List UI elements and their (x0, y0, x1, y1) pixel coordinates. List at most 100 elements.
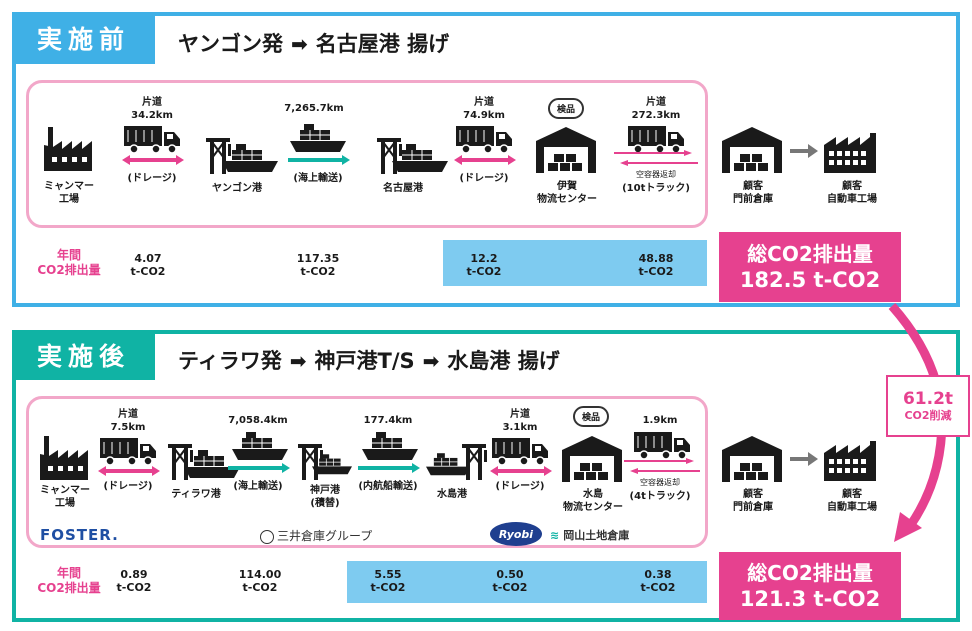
arrow-right-icon (790, 452, 818, 466)
leg-label: 177.4km (363, 415, 413, 426)
after-tag: 実施後 (12, 330, 155, 380)
factory-icon (40, 436, 88, 480)
reduction-callout: 61.2t CO2削減 (886, 375, 970, 437)
factory-icon (44, 127, 92, 171)
warehouse-icon (562, 436, 622, 482)
mitsui-logo: 三井倉庫グループ (260, 527, 372, 544)
route-destination: 名古屋港 揚げ (315, 32, 450, 56)
after-route-title: ティラワ発 ➡ 神戸港T/S ➡ 水島港 揚げ (178, 345, 560, 375)
before-route-title: ヤンゴン発 ➡ 名古屋港 揚げ (178, 28, 449, 58)
highlight-band (347, 561, 707, 603)
node-port: 神戸港(積替) (310, 485, 340, 509)
crane-icon (461, 443, 488, 480)
truck-icon (100, 437, 157, 466)
arrow-right-icon: ➡ (422, 349, 440, 373)
leg-mode: (4tトラック) (629, 491, 691, 502)
node-customer: 顧客門前倉庫 (733, 489, 773, 513)
leg-label: 1.9km (642, 415, 678, 426)
arrow-right-icon (228, 463, 290, 473)
arrow-right-icon: ➡ (289, 349, 307, 373)
node-plant: 顧客自動車工場 (827, 181, 877, 205)
route-origin: ヤンゴン発 (178, 32, 283, 56)
truck-icon (124, 125, 181, 154)
leg-mode: (内航船輸送) (358, 481, 418, 492)
mitsui-mark-icon (260, 529, 274, 544)
arrow-right-icon (288, 155, 350, 165)
foster-logo: FOSTER. (40, 526, 119, 544)
return-note: 空容器返却 (640, 478, 680, 487)
arrow-right-icon (790, 144, 818, 158)
ryobi-logo: Ryobi (490, 522, 542, 546)
before-flow-frame (26, 80, 708, 228)
highlight-band (443, 240, 707, 286)
leg-label: 7,265.7km (284, 103, 344, 114)
node-customer: 顧客門前倉庫 (733, 181, 773, 205)
double-arrow-icon (624, 458, 700, 474)
after-flow-frame (26, 396, 708, 548)
arrow-right-icon (358, 463, 420, 473)
route-destination: 水島港 揚げ (447, 349, 560, 373)
double-arrow-icon (490, 466, 552, 476)
node-factory: ミャンマー工場 (40, 485, 90, 509)
leg-mode: (海上輸送) (293, 173, 343, 184)
route-transit: 神戸港T/S (314, 349, 415, 373)
truck-icon (456, 125, 513, 154)
double-arrow-icon (122, 155, 184, 165)
okayama-logo: ≋岡山土地倉庫 (550, 529, 630, 542)
leg-mode: (海上輸送) (233, 481, 283, 492)
inspect-bubble: 検品 (572, 406, 610, 427)
node-port: ティラワ港 (171, 489, 221, 500)
ship-icon (222, 144, 278, 173)
plant-icon (824, 441, 876, 481)
double-arrow-icon (98, 466, 160, 476)
ship-icon (362, 432, 418, 461)
ship-icon (312, 453, 352, 475)
plant-icon (824, 133, 876, 173)
warehouse-icon (722, 436, 782, 482)
leg-mode: (ドレージ) (495, 481, 545, 492)
node-port: 水島港 (437, 489, 467, 500)
truck-icon (492, 437, 549, 466)
node-plant: 顧客自動車工場 (827, 489, 877, 513)
node-warehouse: 伊賀物流センター (537, 181, 597, 205)
node-warehouse: 水島物流センター (563, 489, 623, 513)
leg-label: 7,058.4km (228, 415, 288, 426)
before-tag: 実施前 (12, 12, 155, 64)
ship-icon (392, 144, 448, 173)
leg-mode: (10tトラック) (622, 183, 690, 194)
leg-mode: (ドレージ) (459, 173, 509, 184)
double-arrow-icon (454, 155, 516, 165)
warehouse-icon (536, 127, 596, 173)
leg-mode: (ドレージ) (127, 173, 177, 184)
ship-icon (290, 124, 346, 153)
node-port: ヤンゴン港 (212, 183, 262, 194)
inspect-bubble: 検品 (547, 98, 585, 119)
route-origin: ティラワ発 (178, 349, 282, 373)
node-port: 名古屋港 (383, 183, 423, 194)
return-note: 空容器返却 (636, 170, 676, 179)
ship-icon (232, 432, 288, 461)
leg-mode: (ドレージ) (103, 481, 153, 492)
node-factory: ミャンマー工場 (44, 181, 94, 205)
warehouse-icon (722, 127, 782, 173)
okayama-mark-icon: ≋ (550, 529, 560, 542)
arrow-right-icon: ➡ (291, 32, 308, 56)
